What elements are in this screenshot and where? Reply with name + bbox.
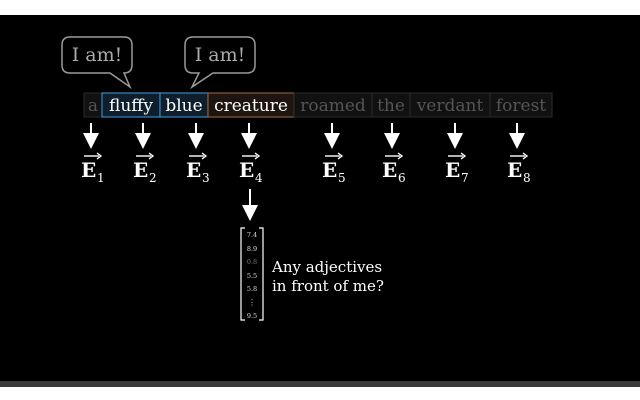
embedding-e1: E 1 xyxy=(81,152,105,185)
vector-entry: 5.8 xyxy=(247,285,257,293)
embedding-symbol: E xyxy=(382,158,397,182)
token-box-fluffy xyxy=(101,92,161,118)
bubble-text: I am! xyxy=(72,44,123,66)
token-verdant: verdant xyxy=(416,96,484,116)
speech-bubble-fluffy: I am! xyxy=(61,36,133,90)
embedding-symbol: E xyxy=(322,158,337,182)
query-line-2: in front of me? xyxy=(272,277,384,295)
token-box-the xyxy=(371,92,411,118)
token-the: the xyxy=(377,96,405,116)
embedding-subscript: 2 xyxy=(149,171,157,185)
bottom-strip xyxy=(0,381,640,387)
token-box-blue xyxy=(159,92,209,118)
vector-entry: 5.5 xyxy=(247,272,257,280)
video-frame: I am! I am! a fluffy blue creature roame… xyxy=(0,15,640,381)
token-creature: creature xyxy=(214,96,288,116)
token-box-roamed xyxy=(293,92,373,118)
embedding-e4: E 4 xyxy=(239,152,263,185)
embedding-subscript: 7 xyxy=(461,171,469,185)
embedding-symbol: E xyxy=(239,158,254,182)
vector-entry: 7.4 xyxy=(247,231,257,239)
right-bracket xyxy=(259,227,264,321)
vector-entry: 9.5 xyxy=(247,312,257,320)
embedding-e6: E 6 xyxy=(382,152,406,185)
vector-ellipsis: ⋮ xyxy=(248,298,256,307)
embedding-e8: E 8 xyxy=(507,152,531,185)
token-a: a xyxy=(88,96,98,116)
embedding-subscript: 5 xyxy=(338,171,346,185)
embedding-e2: E 2 xyxy=(133,152,157,185)
embedding-symbol: E xyxy=(133,158,148,182)
embedding-subscript: 4 xyxy=(255,171,263,185)
vector-entry: 0.8 xyxy=(247,258,257,266)
attention-diagram: I am! I am! a fluffy blue creature roame… xyxy=(61,36,553,321)
embedding-subscript: 3 xyxy=(202,171,210,185)
token-fluffy: fluffy xyxy=(109,96,153,116)
embedding-symbol: E xyxy=(186,158,201,182)
token-box-creature xyxy=(207,92,295,118)
token-blue: blue xyxy=(165,96,202,116)
token-row: a fluffy blue creature roamed the verdan… xyxy=(83,92,553,118)
token-forest: forest xyxy=(496,96,546,116)
vector-entry: 8.9 xyxy=(247,245,257,253)
embedding-e5: E 5 xyxy=(322,152,346,185)
embedding-subscript: 8 xyxy=(523,171,531,185)
embedding-subscript: 1 xyxy=(97,171,105,185)
embedding-symbol: E xyxy=(445,158,460,182)
token-arrows xyxy=(83,123,525,149)
left-bracket xyxy=(240,227,245,321)
query-line-1: Any adjectives xyxy=(271,258,382,276)
embedding-symbol: E xyxy=(81,158,96,182)
bubble-text: I am! xyxy=(195,44,246,66)
embedding-subscript: 6 xyxy=(398,171,406,185)
embedding-e3: E 3 xyxy=(186,152,210,185)
speech-bubble-blue: I am! xyxy=(184,36,256,90)
token-roamed: roamed xyxy=(300,96,366,116)
embedding-e7: E 7 xyxy=(445,152,469,185)
embedding-symbol: E xyxy=(507,158,522,182)
embedding-vector: 7.4 8.9 0.8 5.5 5.8 ⋮ 9.5 xyxy=(240,227,264,321)
token-box-verdant xyxy=(409,92,491,118)
embedding-row: E 1 E 2 E 3 E 4 E 5 xyxy=(81,152,531,185)
token-box-forest xyxy=(489,92,553,118)
